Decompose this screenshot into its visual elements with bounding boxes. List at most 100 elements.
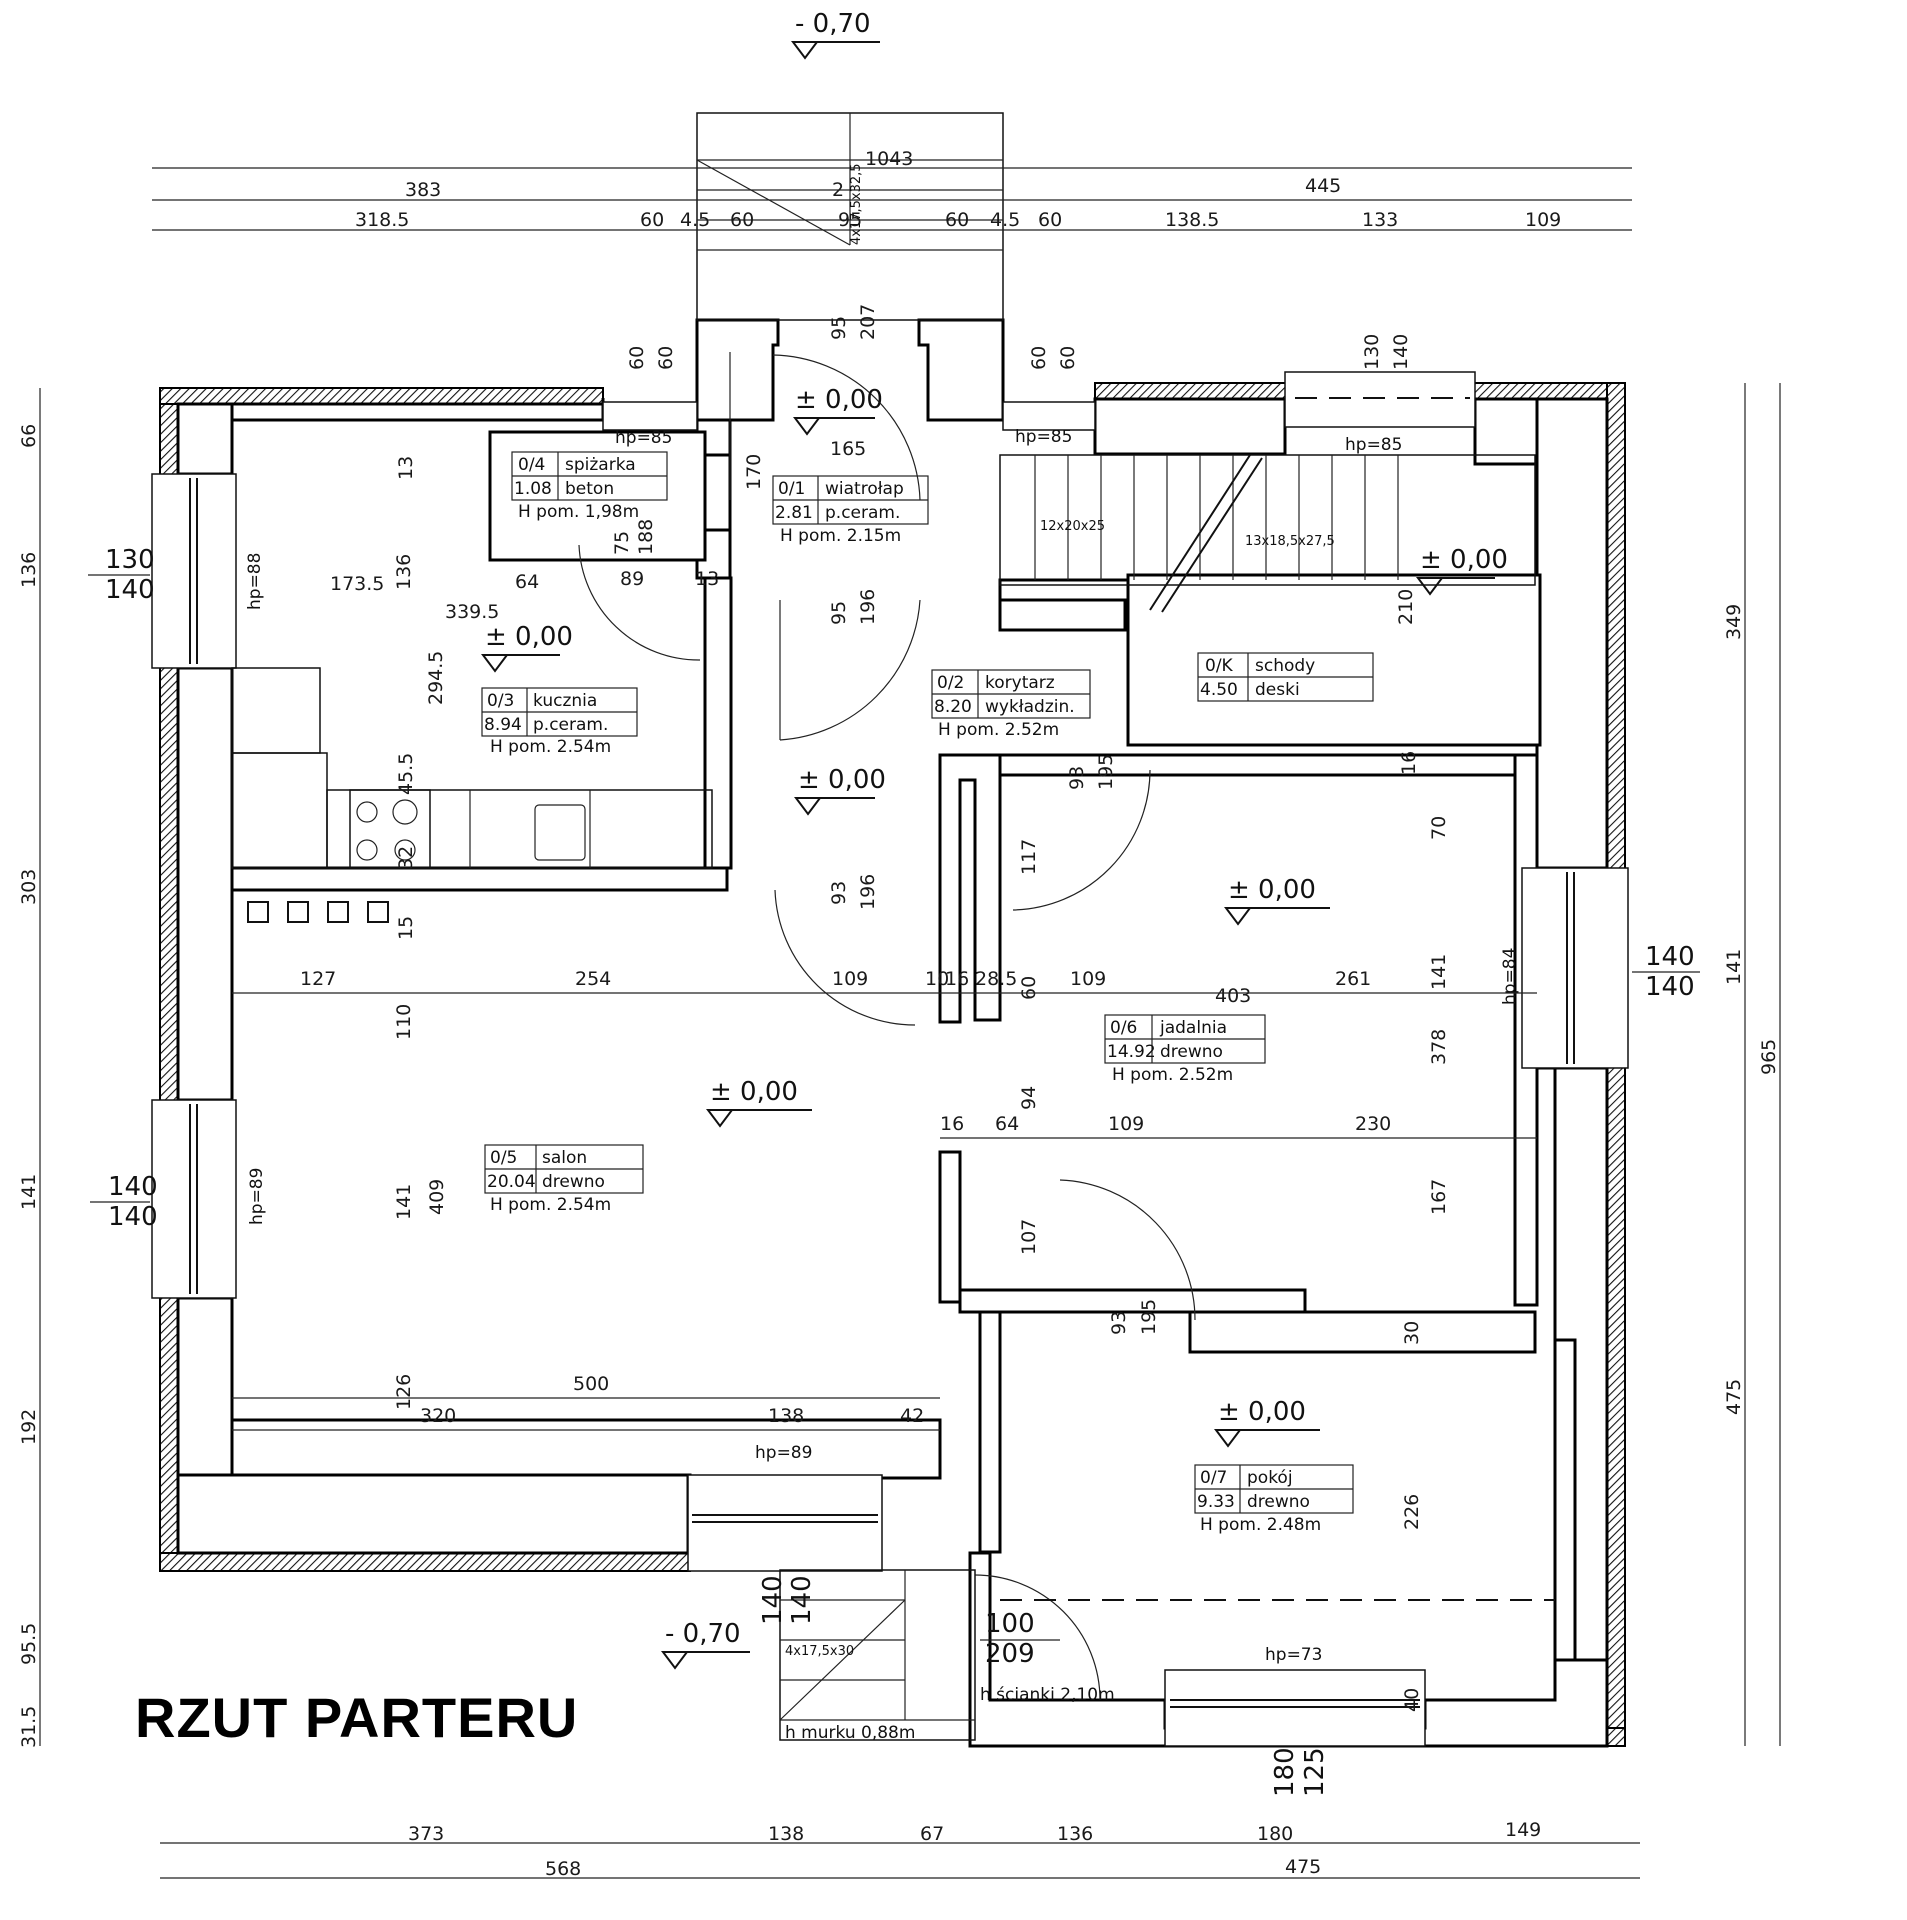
svg-text:140: 140 [1390,334,1412,370]
hp-kuchnia: hp=88 [245,553,265,610]
hp-labels: hp=85 hp=85 hp=85 hp=88 hp=84 hp=89 hp=8… [245,427,1520,1665]
svg-text:60: 60 [1018,976,1040,1000]
note-scianki: h ścianki 2,10m [980,1685,1115,1705]
svg-text:130: 130 [1361,334,1383,370]
hp-korytarz: hp=85 [1015,427,1072,447]
interior-dimensions: 60 60 75 188 89 13 95 207 165 170 95 196… [232,304,1537,1712]
stair-labels: 4x17,5x32,5 12x20x25 13x18,5x27,5 4x17,5… [785,163,1335,1743]
svg-text:1.08: 1.08 [514,479,552,499]
win-right-a: 140 [1645,942,1695,972]
bottom-dim-568: 568 [545,1858,581,1880]
entry-stair-a: 140 [758,1575,788,1625]
svg-text:drewno: drewno [1160,1042,1223,1062]
svg-text:H pom. 2.54m: H pom. 2.54m [490,737,611,757]
right-dim-141: 141 [1723,949,1745,985]
svg-text:94: 94 [1018,1086,1040,1110]
svg-text:13: 13 [695,568,719,590]
right-dim-965: 965 [1758,1039,1780,1075]
svg-text:60: 60 [655,346,677,370]
bottom-dim-67: 67 [920,1823,944,1845]
bottom-dim-180: 180 [1257,1823,1293,1845]
svg-text:126: 126 [393,1374,415,1410]
svg-text:207: 207 [857,304,879,340]
svg-text:16: 16 [1398,751,1420,775]
dimension-lines [39,167,1781,1879]
win-left-bottom-b: 140 [108,1202,158,1232]
svg-text:195: 195 [1138,1299,1160,1335]
svg-text:30: 30 [1401,1321,1423,1345]
svg-text:110: 110 [393,1004,415,1040]
room-label-wiatrolap: 0/1 wiatrołap 2.81 p.ceram. H pom. 2.15m [772,475,929,546]
svg-text:45.5: 45.5 [395,753,417,795]
left-dim-192: 192 [18,1409,40,1445]
stair-flight1-label: 12x20x25 [1040,519,1105,534]
stairs [696,112,1536,1741]
top-dimension-labels: 1043 383 2 445 318.5 60 4.5 60 95 60 4.5… [355,148,1561,231]
svg-text:4.50: 4.50 [1200,680,1238,700]
svg-text:0/6: 0/6 [1110,1018,1137,1038]
svg-text:H pom. 2.54m: H pom. 2.54m [490,1195,611,1215]
room-label-spizarka: 0/4 spiżarka 1.08 beton H pom. 1,98m [511,451,668,522]
svg-text:64: 64 [995,1113,1019,1135]
door-swings [578,352,1196,1701]
svg-text:28.5: 28.5 [975,968,1017,990]
svg-text:salon: salon [542,1148,587,1168]
room-label-schody: 0/K schody 4.50 deski [1197,652,1374,702]
top-dim-383: 383 [405,179,441,201]
svg-text:93: 93 [1066,766,1088,790]
svg-text:drewno: drewno [1247,1492,1310,1512]
top-dim-2: 2 [832,179,844,201]
svg-text:170: 170 [743,454,765,490]
svg-text:60: 60 [1028,346,1050,370]
win-left-top-a: 130 [105,545,155,575]
svg-text:403: 403 [1215,985,1251,1007]
svg-text:107: 107 [1018,1219,1040,1255]
svg-text:jadalnia: jadalnia [1159,1018,1227,1038]
left-dim-136: 136 [18,552,40,588]
right-dimension-labels: 349 141 475 965 [1723,604,1780,1415]
left-dim-141: 141 [18,1174,40,1210]
svg-text:beton: beton [565,479,614,499]
stair-top-label: 4x17,5x32,5 [849,163,864,245]
room-label-kuchnia: 0/3 kucznia 8.94 p.ceram. H pom. 2.54m [481,687,638,757]
left-dim-31-5: 31.5 [18,1706,40,1748]
svg-text:0/2: 0/2 [937,673,964,693]
svg-text:141: 141 [1428,954,1450,990]
svg-text:0/4: 0/4 [518,455,545,475]
stair-bottom-label: 4x17,5x30 [785,1644,854,1659]
hp-spiz: hp=85 [615,428,672,448]
hp-schody: hp=85 [1345,435,1402,455]
top-dim-60d: 60 [1038,209,1062,231]
level-top-entry: - 0,70 [795,9,871,39]
top-dim-4-5b: 4.5 [990,209,1020,231]
page-title: RZUT PARTERU [135,1686,579,1749]
room-label-jadalnia: 0/6 jadalnia 14.92 drewno H pom. 2.52m [1104,1014,1266,1085]
bottom-dim-475: 475 [1285,1856,1321,1878]
svg-text:10: 10 [925,968,949,990]
svg-text:wiatrołap: wiatrołap [825,479,904,499]
svg-text:korytarz: korytarz [985,673,1055,693]
bottom-dim-149: 149 [1505,1819,1541,1841]
top-dim-60b: 60 [730,209,754,231]
svg-text:wykładzin.: wykładzin. [985,697,1075,717]
win-bottom-b: 125 [1300,1747,1330,1797]
svg-text:70: 70 [1428,816,1450,840]
note-murku: h murku 0,88m [785,1723,915,1743]
svg-text:93: 93 [1108,1311,1130,1335]
svg-text:195: 195 [1095,754,1117,790]
left-dim-95-5: 95.5 [18,1623,40,1665]
svg-text:109: 109 [832,968,868,990]
top-dim-1043: 1043 [865,148,913,170]
bottom-dimension-labels: 373 138 67 136 180 149 568 475 [408,1819,1541,1880]
right-dim-349: 349 [1723,604,1745,640]
svg-text:16: 16 [940,1113,964,1135]
svg-text:8.94: 8.94 [484,715,522,735]
hp-salon-left: hp=89 [247,1168,267,1225]
top-dim-109: 109 [1525,209,1561,231]
room-label-pokoj: 0/7 pokój 9.33 drewno H pom. 2.48m [1194,1464,1354,1535]
level-schody: ± 0,00 [1420,545,1508,575]
svg-text:H pom. 1,98m: H pom. 1,98m [518,502,639,522]
svg-text:9.33: 9.33 [1197,1492,1235,1512]
svg-text:0/7: 0/7 [1200,1468,1227,1488]
